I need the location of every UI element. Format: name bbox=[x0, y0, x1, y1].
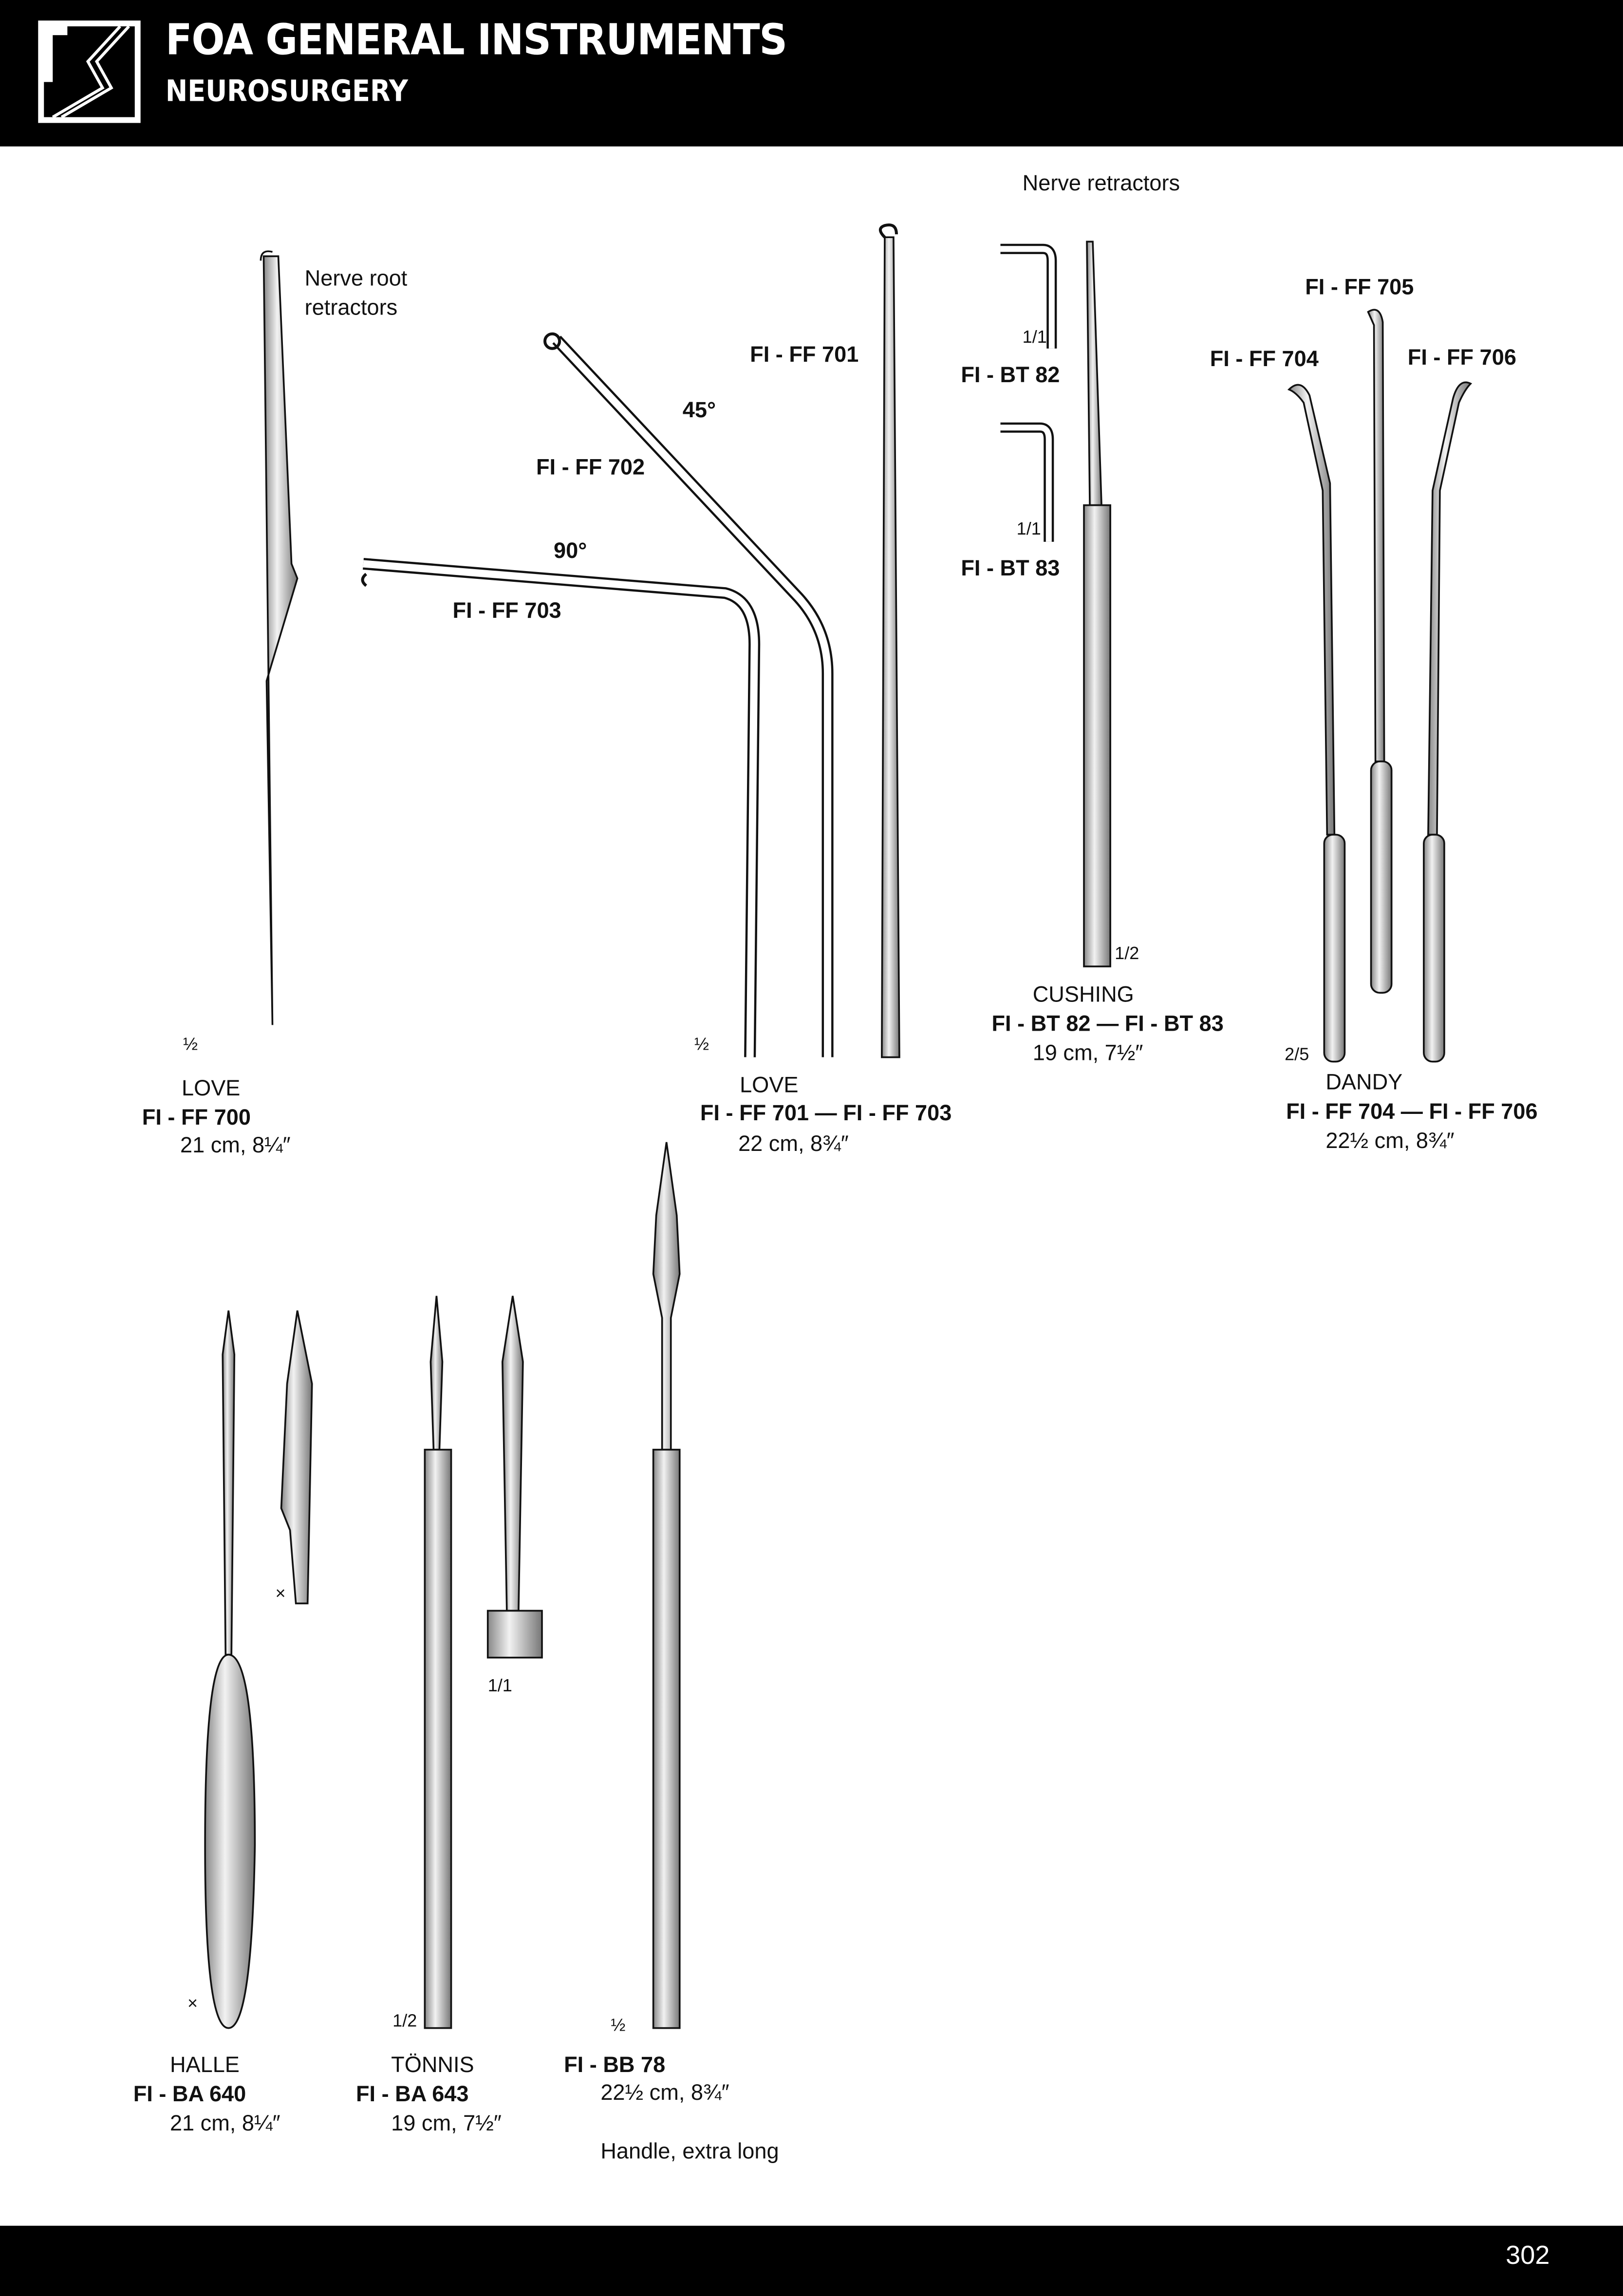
page-number: 302 bbox=[1506, 2240, 1550, 2270]
scale-tonnis-detail: 1/1 bbox=[487, 1675, 512, 1696]
nerve-root-label-2: retractors bbox=[304, 296, 398, 321]
product-code: FI - BT 82 — FI - BT 83 bbox=[991, 1012, 1224, 1037]
fs-logo-icon bbox=[38, 20, 141, 123]
instrument-tonnis bbox=[424, 1296, 543, 2029]
code-ff706: FI - FF 706 bbox=[1407, 345, 1516, 370]
product-name: LOVE bbox=[182, 1076, 241, 1101]
product-name: CUSHING bbox=[1032, 982, 1134, 1008]
scale-love-700: ½ bbox=[183, 1034, 198, 1055]
instrument-bt82-tip bbox=[1000, 243, 1057, 349]
scale-dandy: 2/5 bbox=[1285, 1044, 1309, 1065]
scale-bb78: ½ bbox=[611, 2015, 626, 2036]
product-size: 22½ cm, 8¾″ bbox=[1325, 1129, 1455, 1154]
instrument-ff705 bbox=[1367, 309, 1393, 994]
product-code: FI - FF 701 — FI - FF 703 bbox=[700, 1101, 952, 1126]
code-ff703: FI - FF 703 bbox=[452, 599, 561, 624]
product-code: FI - FF 700 bbox=[142, 1105, 251, 1130]
product-name: HALLE bbox=[169, 2053, 240, 2078]
scale-bt82: 1/1 bbox=[1022, 326, 1047, 347]
product-size: 22 cm, 8¾″ bbox=[738, 1131, 849, 1157]
product-code: FI - BA 643 bbox=[355, 2082, 469, 2108]
code-bt83: FI - BT 83 bbox=[961, 556, 1060, 582]
product-code: FI - FF 704 — FI - FF 706 bbox=[1286, 1099, 1538, 1125]
angle-90: 90° bbox=[554, 538, 587, 564]
scale-bt83: 1/1 bbox=[1016, 518, 1041, 539]
instrument-bt83-tip bbox=[1000, 422, 1054, 542]
code-ff705: FI - FF 705 bbox=[1305, 275, 1414, 300]
scale-halle: × bbox=[187, 1993, 198, 2014]
code-ff702: FI - FF 702 bbox=[536, 455, 645, 481]
scale-tonnis: 1/2 bbox=[392, 2010, 417, 2031]
product-code: FI - BA 640 bbox=[133, 2082, 246, 2108]
scale-halle-detail: × bbox=[275, 1583, 286, 1604]
scale-cushing: 1/2 bbox=[1115, 943, 1139, 964]
product-name: DANDY bbox=[1325, 1070, 1403, 1095]
code-ff704: FI - FF 704 bbox=[1210, 347, 1319, 372]
code-bt82: FI - BT 82 bbox=[961, 363, 1060, 389]
scale-love-701: ½ bbox=[694, 1034, 709, 1055]
product-name: LOVE bbox=[740, 1073, 799, 1098]
instrument-ff704 bbox=[1287, 384, 1346, 1063]
product-note: Handle, extra long bbox=[600, 2139, 779, 2165]
instrument-halle bbox=[204, 1310, 313, 2029]
instrument-cushing bbox=[1083, 241, 1111, 967]
product-size: 22½ cm, 8¾″ bbox=[600, 2080, 729, 2106]
product-code: FI - BB 78 bbox=[564, 2053, 666, 2078]
instrument-bb78 bbox=[652, 1142, 681, 2029]
instrument-ff702 bbox=[543, 332, 834, 1057]
section-title: NEUROSURGERY bbox=[165, 73, 408, 109]
nerve-root-label: Nerve root bbox=[304, 266, 408, 292]
product-size: 21 cm, 8¼″ bbox=[180, 1133, 291, 1159]
angle-45: 45° bbox=[682, 398, 716, 424]
footer-bar bbox=[0, 2225, 1623, 2296]
instrument-ff703 bbox=[361, 557, 761, 1057]
instrument-ff706 bbox=[1423, 381, 1473, 1063]
product-size: 19 cm, 7½″ bbox=[391, 2111, 502, 2137]
product-size: 21 cm, 8¼″ bbox=[169, 2111, 280, 2137]
product-name: TÖNNIS bbox=[391, 2053, 474, 2078]
header-bar: FOA GENERAL INSTRUMENTS NEUROSURGERY bbox=[0, 0, 1623, 147]
instrument-ff700 bbox=[260, 250, 298, 1025]
product-size: 19 cm, 7½″ bbox=[1032, 1041, 1143, 1066]
brand-title: FOA GENERAL INSTRUMENTS bbox=[165, 15, 787, 65]
nerve-retractors-label: Nerve retractors bbox=[1022, 171, 1180, 197]
instrument-ff701 bbox=[878, 223, 900, 1058]
code-ff701: FI - FF 701 bbox=[750, 342, 859, 368]
